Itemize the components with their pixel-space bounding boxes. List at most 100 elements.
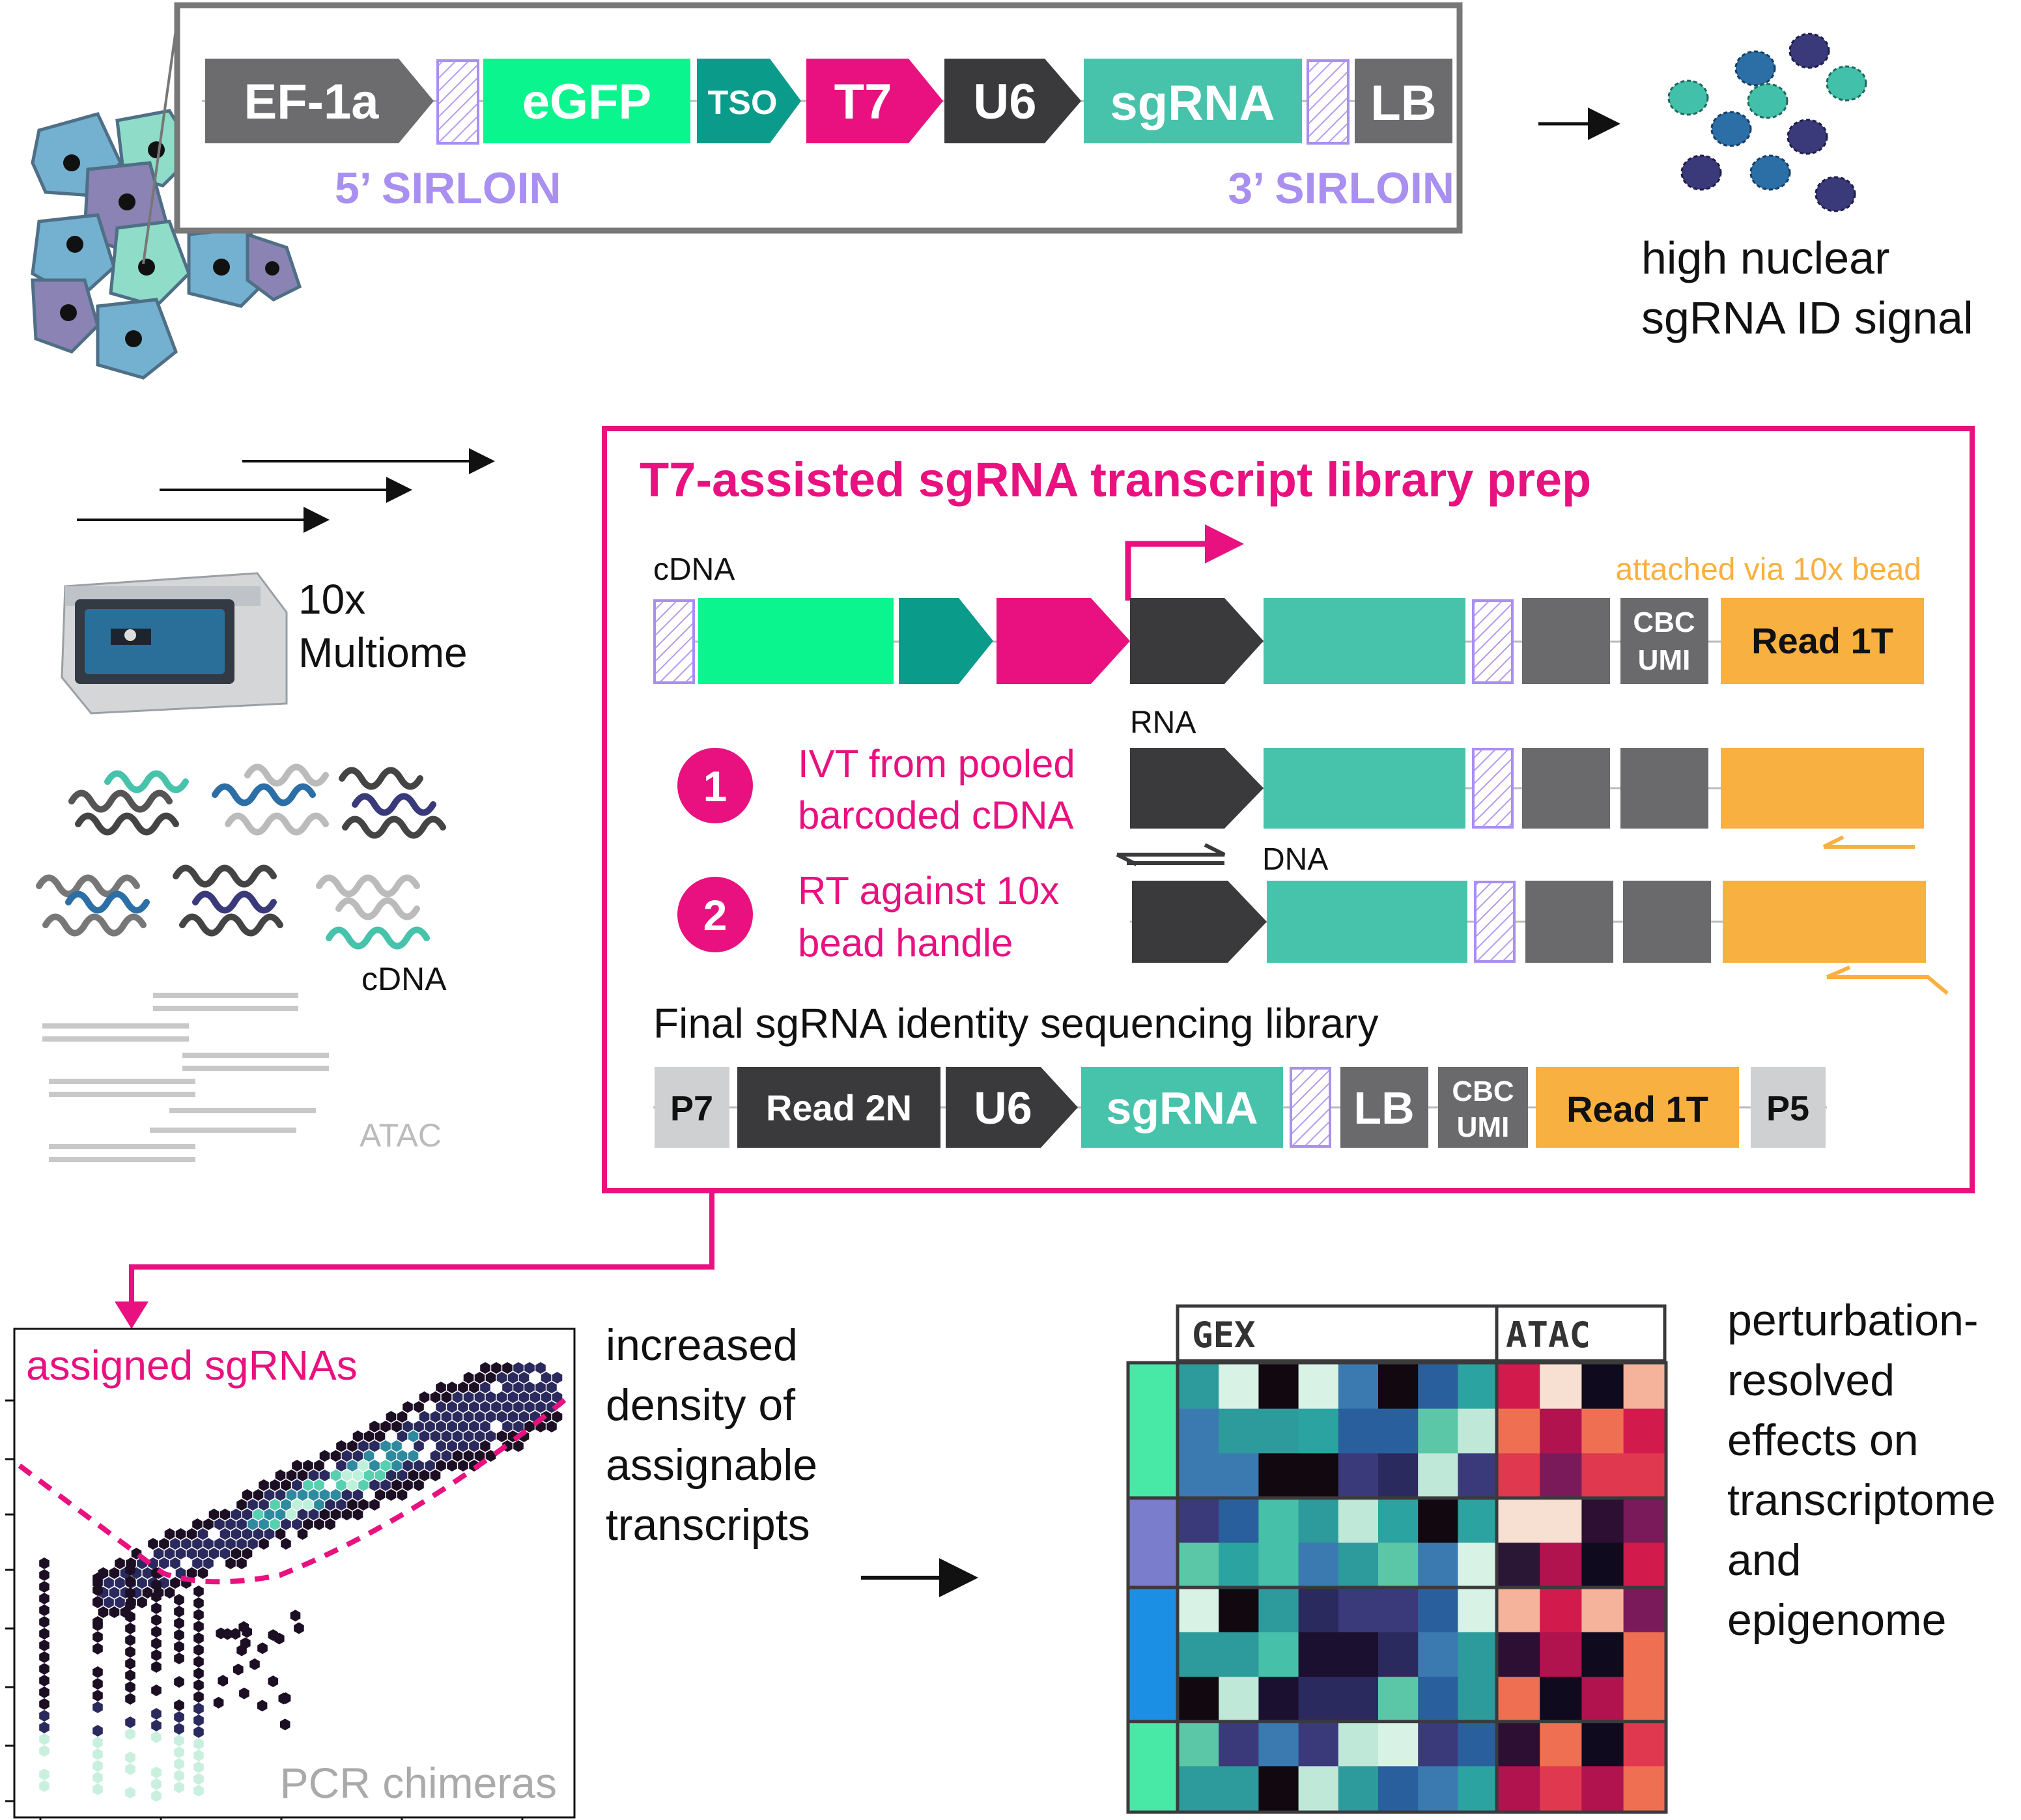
density-hex xyxy=(213,1696,224,1709)
heatmap-gex-cell xyxy=(1258,1364,1299,1410)
density-hex xyxy=(264,1489,275,1501)
heatmap-group-cell xyxy=(1129,1498,1178,1543)
attached-via-bead-label: attached via 10x bead xyxy=(1615,552,1921,587)
density-hex xyxy=(170,1557,180,1569)
density-hex xyxy=(174,1711,184,1723)
density-hex xyxy=(247,1538,258,1550)
density-hex xyxy=(174,1723,184,1735)
density-hex xyxy=(231,1548,242,1559)
cdna-read1t: Read 1T xyxy=(1721,598,1924,684)
density-hex xyxy=(535,1382,546,1393)
heatmap-atac-cell xyxy=(1581,1587,1624,1633)
density-hex xyxy=(268,1629,279,1642)
density-hex xyxy=(447,1382,457,1393)
effects-line4: transcriptome xyxy=(1727,1475,1996,1525)
density-hex xyxy=(336,1460,346,1472)
density-hex xyxy=(92,1725,103,1737)
density-line1: increased xyxy=(606,1320,798,1370)
density-hex xyxy=(193,1714,204,1726)
density-hex xyxy=(375,1470,386,1481)
construct-sgrna: sgRNA xyxy=(1084,59,1302,143)
density-hex xyxy=(259,1538,269,1550)
density-hex xyxy=(193,1668,204,1679)
density-hex xyxy=(151,1626,162,1638)
density-hex xyxy=(458,1382,468,1393)
density-hex xyxy=(303,1518,313,1530)
density-hex xyxy=(308,1470,319,1481)
density-hex xyxy=(125,1634,135,1646)
density-hex xyxy=(197,1567,208,1579)
heatmap-gex-cell xyxy=(1179,1677,1219,1722)
heatmap-gex-cell xyxy=(1219,1632,1259,1677)
density-hex xyxy=(425,1460,435,1472)
density-hex xyxy=(524,1401,535,1413)
final-sirloin xyxy=(1290,1067,1331,1148)
t7-promoter-arrow-icon xyxy=(1125,541,1208,601)
bead-handle-arrow-icon xyxy=(1826,965,1949,995)
density-hex xyxy=(151,1778,162,1790)
density-hex xyxy=(403,1460,413,1472)
final-read2n: Read 2N xyxy=(737,1067,940,1148)
svg-text:U6: U6 xyxy=(973,74,1036,130)
density-hex xyxy=(268,1675,279,1688)
density-hex xyxy=(458,1460,468,1472)
heatmap-atac-cell xyxy=(1498,1721,1540,1767)
density-hex xyxy=(330,1470,341,1481)
density-hex xyxy=(39,1686,49,1698)
dna-sgrna xyxy=(1267,881,1467,963)
heatmap-atac-cell xyxy=(1623,1408,1666,1454)
cdna-lb xyxy=(1522,598,1610,684)
heatmap-atac-cell xyxy=(1540,1677,1582,1722)
density-hex xyxy=(174,1758,184,1770)
heatmap-gex-cell xyxy=(1378,1364,1419,1410)
density-hex xyxy=(391,1479,402,1491)
svg-text:LB: LB xyxy=(1370,76,1436,131)
heatmap-atac-cell xyxy=(1623,1364,1666,1410)
heatmap-gex-cell xyxy=(1219,1587,1259,1633)
density-hex xyxy=(430,1470,441,1481)
density-hex xyxy=(125,1752,135,1763)
density-hex xyxy=(375,1430,386,1442)
density-hex xyxy=(151,1649,162,1661)
density-hex xyxy=(485,1372,496,1384)
heatmap-atac-cell xyxy=(1581,1632,1624,1677)
density-hex xyxy=(125,1587,135,1599)
density-hex xyxy=(92,1690,103,1701)
svg-text:eGFP: eGFP xyxy=(522,74,652,130)
heatmap-gex-cell xyxy=(1298,1408,1339,1454)
multiome-atac-label: ATAC xyxy=(360,1117,442,1154)
density-hex xyxy=(441,1391,452,1403)
density-hex xyxy=(336,1499,346,1511)
density-hex xyxy=(369,1421,380,1432)
density-hex xyxy=(170,1538,180,1550)
density-hex xyxy=(524,1362,535,1374)
heatmap-atac-cell xyxy=(1540,1543,1582,1588)
density-hex xyxy=(109,1606,120,1618)
density-hex xyxy=(292,1479,302,1491)
heatmap-atac-cell xyxy=(1498,1632,1540,1677)
heatmap-atac-cell xyxy=(1498,1543,1540,1588)
density-hex xyxy=(174,1746,184,1758)
density-hex xyxy=(463,1391,474,1403)
heatmap-gex-cell xyxy=(1219,1498,1259,1543)
density-hex xyxy=(275,1528,286,1540)
density-hex xyxy=(174,1594,184,1606)
density-hex xyxy=(397,1430,408,1442)
label-5prime-sirloin: 5’ SIRLOIN xyxy=(335,164,561,213)
heatmap-gex-cell xyxy=(1458,1408,1499,1454)
density-hex xyxy=(502,1421,513,1432)
density-hex xyxy=(208,1509,219,1520)
heatmap-gex-cell xyxy=(1378,1632,1419,1677)
density-hex xyxy=(125,1623,135,1634)
primer-arrow-icon xyxy=(1822,835,1915,849)
density-hex xyxy=(219,1509,231,1520)
rna-label: RNA xyxy=(1130,705,1196,740)
density-hex xyxy=(336,1440,346,1452)
density-hex xyxy=(513,1362,524,1374)
dna-label: DNA xyxy=(1262,842,1328,877)
density-hex xyxy=(186,1528,197,1540)
construct-lb: LB xyxy=(1355,59,1452,143)
density-hex xyxy=(352,1450,363,1462)
heatmap-group-cell xyxy=(1129,1453,1178,1499)
heatmap-gex-cell xyxy=(1458,1587,1499,1633)
